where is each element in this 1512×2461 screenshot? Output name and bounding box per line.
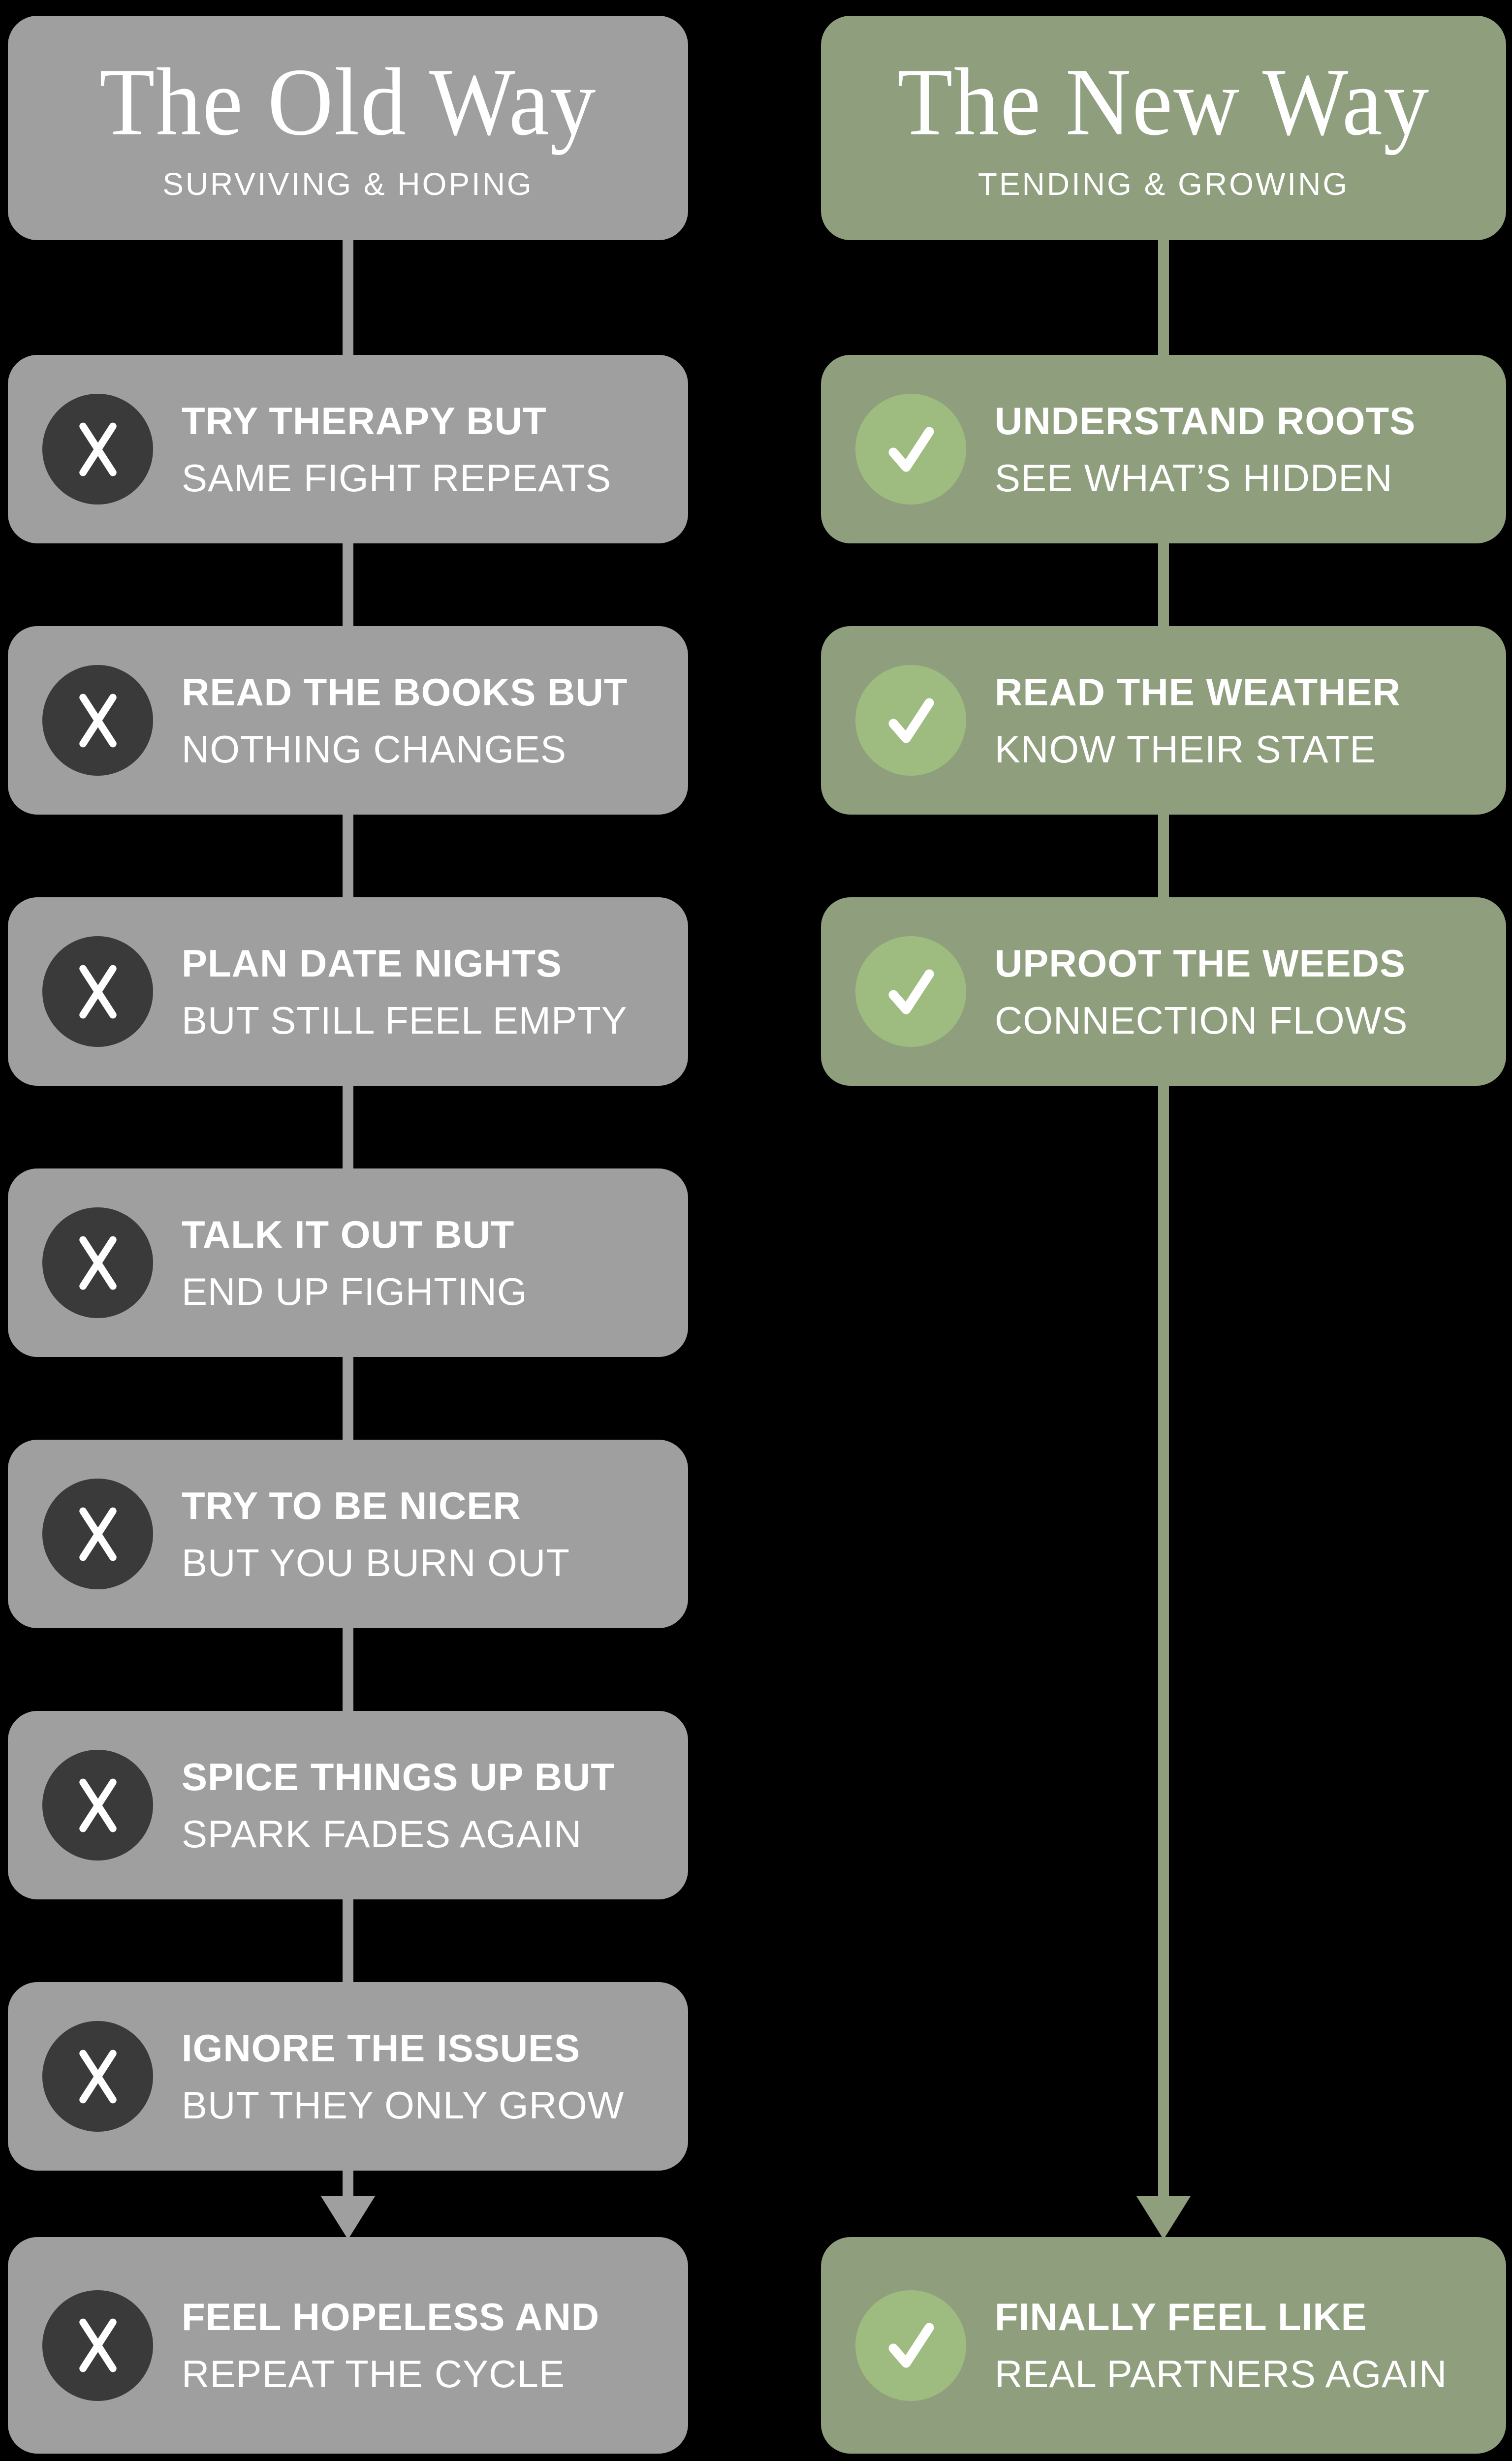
- connector-line: [343, 815, 353, 897]
- step-line1: TALK IT OUT BUT: [182, 1212, 515, 1256]
- old-way-step-5: TRY TO BE NICER BUT YOU BURN OUT: [8, 1440, 688, 1628]
- x-icon: [42, 1750, 153, 1861]
- arrow-down-icon: [321, 2196, 375, 2240]
- connector-line: [343, 1357, 353, 1440]
- new-way-header: The New Way TENDING & GROWING: [821, 16, 1506, 240]
- step-line1: IGNORE THE ISSUES: [182, 2026, 581, 2070]
- old-way-step-6: SPICE THINGS UP BUT SPARK FADES AGAIN: [8, 1711, 688, 1899]
- old-way-final-step: FEEL HOPELESS AND REPEAT THE CYCLE: [8, 2237, 688, 2454]
- old-way-step-1: TRY THERAPY BUT SAME FIGHT REPEATS: [8, 355, 688, 543]
- check-icon: [855, 665, 966, 776]
- step-line1: READ THE BOOKS BUT: [182, 670, 628, 714]
- old-way-step-2: READ THE BOOKS BUT NOTHING CHANGES: [8, 626, 688, 815]
- x-icon: [42, 665, 153, 776]
- check-icon: [855, 2290, 966, 2401]
- step-line1: UPROOT THE WEEDS: [995, 941, 1406, 985]
- step-line1: SPICE THINGS UP BUT: [182, 1755, 615, 1798]
- old-way-column: The Old Way SURVIVING & HOPING TRY THERA…: [8, 0, 688, 2461]
- old-way-step-7: IGNORE THE ISSUES BUT THEY ONLY GROW: [8, 1982, 688, 2171]
- step-line2: END UP FIGHTING: [182, 1269, 528, 1313]
- step-line2: REPEAT THE CYCLE: [182, 2352, 565, 2396]
- check-icon: [855, 394, 966, 505]
- old-way-step-4: TALK IT OUT BUT END UP FIGHTING: [8, 1168, 688, 1357]
- step-line1: UNDERSTAND ROOTS: [995, 399, 1416, 442]
- x-icon: [42, 1479, 153, 1589]
- x-icon: [42, 2021, 153, 2132]
- connector-line: [343, 240, 353, 355]
- step-line1: PLAN DATE NIGHTS: [182, 941, 562, 985]
- arrow-down-icon: [1136, 2196, 1191, 2240]
- connector-line: [343, 1899, 353, 1982]
- step-line1: FEEL HOPELESS AND: [182, 2295, 600, 2338]
- step-line2: BUT THEY ONLY GROW: [182, 2083, 625, 2127]
- new-way-column: The New Way TENDING & GROWING UNDERSTAND…: [821, 0, 1506, 2461]
- connector-line: [343, 543, 353, 626]
- connector-line: [343, 1628, 353, 1711]
- new-way-step-1: UNDERSTAND ROOTS SEE WHAT’S HIDDEN: [821, 355, 1506, 543]
- step-line1: READ THE WEATHER: [995, 670, 1401, 714]
- new-way-step-2: READ THE WEATHER KNOW THEIR STATE: [821, 626, 1506, 815]
- step-line2: NOTHING CHANGES: [182, 727, 567, 771]
- new-way-step-3: UPROOT THE WEEDS CONNECTION FLOWS: [821, 897, 1506, 1086]
- step-line2: BUT YOU BURN OUT: [182, 1541, 570, 1584]
- new-way-subtitle: TENDING & GROWING: [977, 166, 1350, 202]
- old-way-title: The Old Way: [99, 48, 597, 156]
- x-icon: [42, 2290, 153, 2401]
- connector-line: [1158, 1086, 1169, 2201]
- connector-line: [1158, 543, 1169, 626]
- old-way-header: The Old Way SURVIVING & HOPING: [8, 16, 688, 240]
- step-line2: CONNECTION FLOWS: [995, 998, 1408, 1042]
- x-icon: [42, 394, 153, 505]
- check-icon: [855, 936, 966, 1047]
- new-way-final-step: FINALLY FEEL LIKE REAL PARTNERS AGAIN: [821, 2237, 1506, 2454]
- new-way-title: The New Way: [897, 48, 1430, 156]
- step-line2: SAME FIGHT REPEATS: [182, 456, 612, 500]
- step-line2: REAL PARTNERS AGAIN: [995, 2352, 1448, 2396]
- step-line2: KNOW THEIR STATE: [995, 727, 1376, 771]
- step-line2: SPARK FADES AGAIN: [182, 1812, 582, 1856]
- x-icon: [42, 1207, 153, 1318]
- step-line1: TRY THERAPY BUT: [182, 399, 547, 442]
- connector-line: [1158, 815, 1169, 897]
- connector-line: [343, 2171, 353, 2201]
- connector-line: [343, 1086, 353, 1168]
- step-line2: SEE WHAT’S HIDDEN: [995, 456, 1393, 500]
- old-way-subtitle: SURVIVING & HOPING: [162, 166, 534, 202]
- step-line2: BUT STILL FEEL EMPTY: [182, 998, 628, 1042]
- old-way-step-3: PLAN DATE NIGHTS BUT STILL FEEL EMPTY: [8, 897, 688, 1086]
- connector-line: [1158, 240, 1169, 355]
- step-line1: FINALLY FEEL LIKE: [995, 2295, 1367, 2338]
- step-line1: TRY TO BE NICER: [182, 1483, 521, 1527]
- x-icon: [42, 936, 153, 1047]
